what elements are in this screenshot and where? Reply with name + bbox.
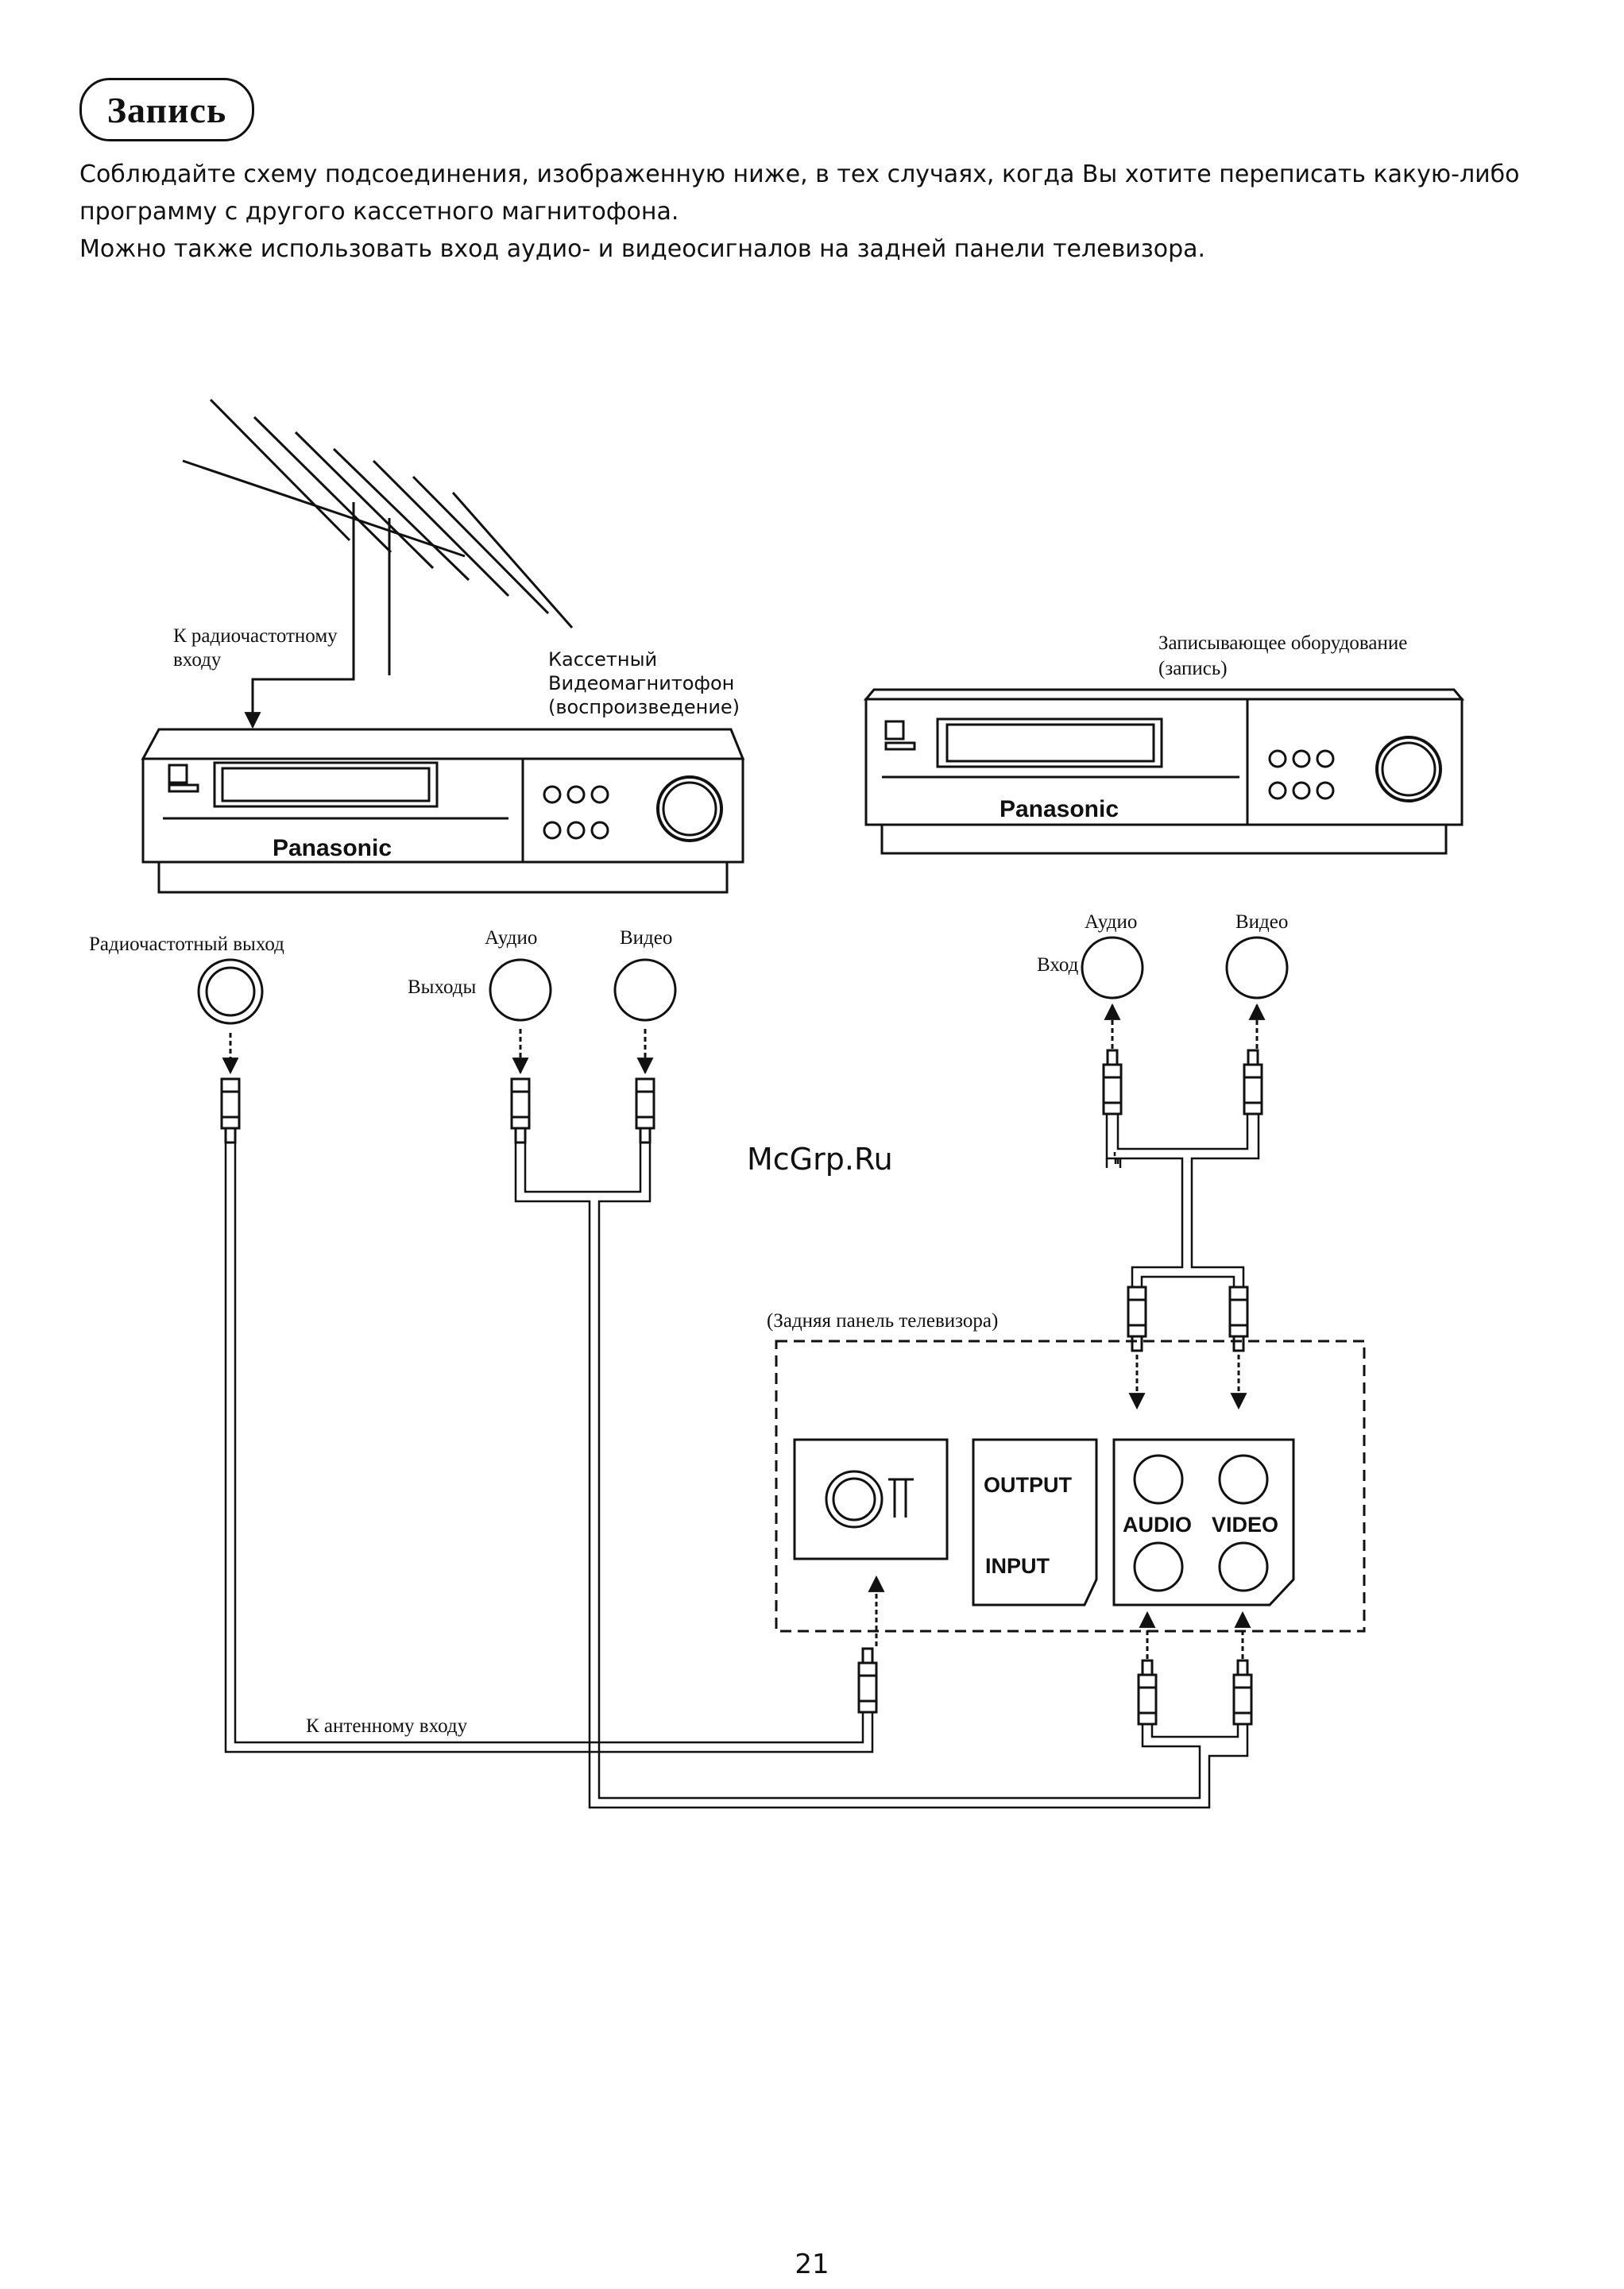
vcr-playback-label-1: Кассетный bbox=[548, 648, 657, 671]
antenna-label: К радиочастотному bbox=[173, 625, 338, 647]
page-number: 21 bbox=[795, 2248, 829, 2280]
out-audio-jack bbox=[489, 958, 552, 1022]
tv-audio-label: AUDIO bbox=[1123, 1513, 1192, 1537]
vcr-recording-label-2: (запись) bbox=[1158, 658, 1228, 679]
tv-video-in-plug bbox=[1232, 1659, 1253, 1726]
rf-output-label: Радиочастотный выход bbox=[89, 934, 284, 955]
input-label: Вход bbox=[1037, 954, 1079, 976]
video-out-plug bbox=[635, 1077, 655, 1144]
rf-plug bbox=[220, 1077, 241, 1144]
intro-line-1: Соблюдайте схему подсоединения, изображе… bbox=[79, 160, 1520, 188]
cables bbox=[224, 1114, 1260, 1809]
audio-in-plug bbox=[1102, 1049, 1123, 1116]
out-video-label: Видео bbox=[620, 927, 672, 949]
tv-input-label: INPUT bbox=[985, 1554, 1050, 1578]
tv-av-jacks bbox=[1112, 1438, 1295, 1607]
in-audio-label: Аудио bbox=[1085, 911, 1137, 933]
vcr-recording-label-1: Записывающее оборудование bbox=[1158, 632, 1407, 654]
vcr-recording-brand: Panasonic bbox=[1000, 796, 1119, 822]
in-audio-jack bbox=[1081, 936, 1144, 1000]
antenna-label-2: входу bbox=[173, 649, 222, 671]
vcr-playback-label-2: Видеомагнитофон bbox=[548, 672, 734, 694]
vcr-playback-brand: Panasonic bbox=[273, 835, 392, 861]
outputs-label: Выходы bbox=[408, 976, 477, 998]
tv-audio-in-plug bbox=[1137, 1659, 1158, 1726]
vcr-playback bbox=[141, 728, 745, 894]
tv-antenna-socket bbox=[793, 1438, 949, 1560]
tv-io-labels bbox=[972, 1438, 1098, 1607]
tv-panel-label: (Задняя панель телевизора) bbox=[767, 1310, 998, 1332]
page-title: Запись bbox=[79, 78, 254, 141]
tv-output-label: OUTPUT bbox=[984, 1473, 1073, 1497]
antenna-input-label: К антенному входу bbox=[306, 1715, 468, 1737]
intro-text: Соблюдайте схему подсоединения, изображе… bbox=[79, 156, 1525, 268]
vcr-playback-label-3: (воспроизведение) bbox=[548, 696, 740, 718]
in-video-jack bbox=[1225, 936, 1289, 1000]
video-in-plug bbox=[1243, 1049, 1263, 1116]
audio-out-plug bbox=[510, 1077, 531, 1144]
antenna-icon bbox=[182, 398, 574, 729]
vcr-recording bbox=[863, 688, 1465, 855]
intro-line-3: Можно также использовать вход аудио- и в… bbox=[79, 235, 1206, 263]
rf-output-jack bbox=[197, 958, 264, 1025]
watermark: McGrp.Ru bbox=[747, 1142, 893, 1177]
tv-antenna-plug bbox=[857, 1647, 878, 1714]
intro-line-2: программу с другого кассетного магнитофо… bbox=[79, 198, 679, 226]
tv-rear-panel bbox=[775, 1340, 1366, 1633]
in-video-label: Видео bbox=[1235, 911, 1288, 933]
out-video-jack bbox=[613, 958, 677, 1022]
tv-video-label: VIDEO bbox=[1212, 1513, 1278, 1537]
out-audio-label: Аудио bbox=[485, 927, 537, 949]
